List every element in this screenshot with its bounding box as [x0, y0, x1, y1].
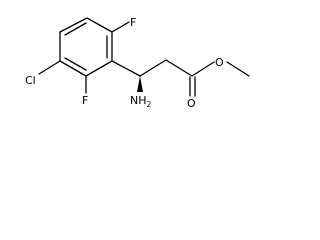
wedge-bond	[137, 76, 143, 92]
ring-bond	[86, 17, 113, 33]
bond-ring-to-chiral	[111, 60, 141, 77]
bond-to-cl	[38, 60, 61, 75]
ring-double-bond	[64, 57, 87, 71]
chemical-structure: F Cl F O O NH2	[25, 16, 250, 110]
ring-bond	[59, 17, 88, 33]
atom-nh2: NH2	[130, 94, 152, 109]
atom-o-carbonyl: O	[187, 97, 196, 110]
ring-bond	[85, 60, 113, 77]
bond-carbonyl-to-o-ester	[191, 61, 215, 77]
bond-o-ester-to-methyl	[226, 61, 250, 77]
atom-o-ester: O	[215, 56, 224, 69]
atom-cl: Cl	[25, 74, 36, 87]
nh2-subscript: 2	[147, 100, 152, 109]
benzene-ring	[59, 17, 113, 77]
ring-bond	[59, 60, 87, 77]
bond-chiral-to-ch2	[139, 59, 167, 77]
bond-to-f-top	[111, 21, 130, 33]
bond-ch2-to-carbonyl	[165, 59, 193, 77]
nh-label: NH	[130, 94, 147, 107]
ring-double-bond	[64, 22, 87, 36]
atom-f-bottom: F	[82, 94, 88, 107]
atom-f-top: F	[130, 16, 136, 29]
